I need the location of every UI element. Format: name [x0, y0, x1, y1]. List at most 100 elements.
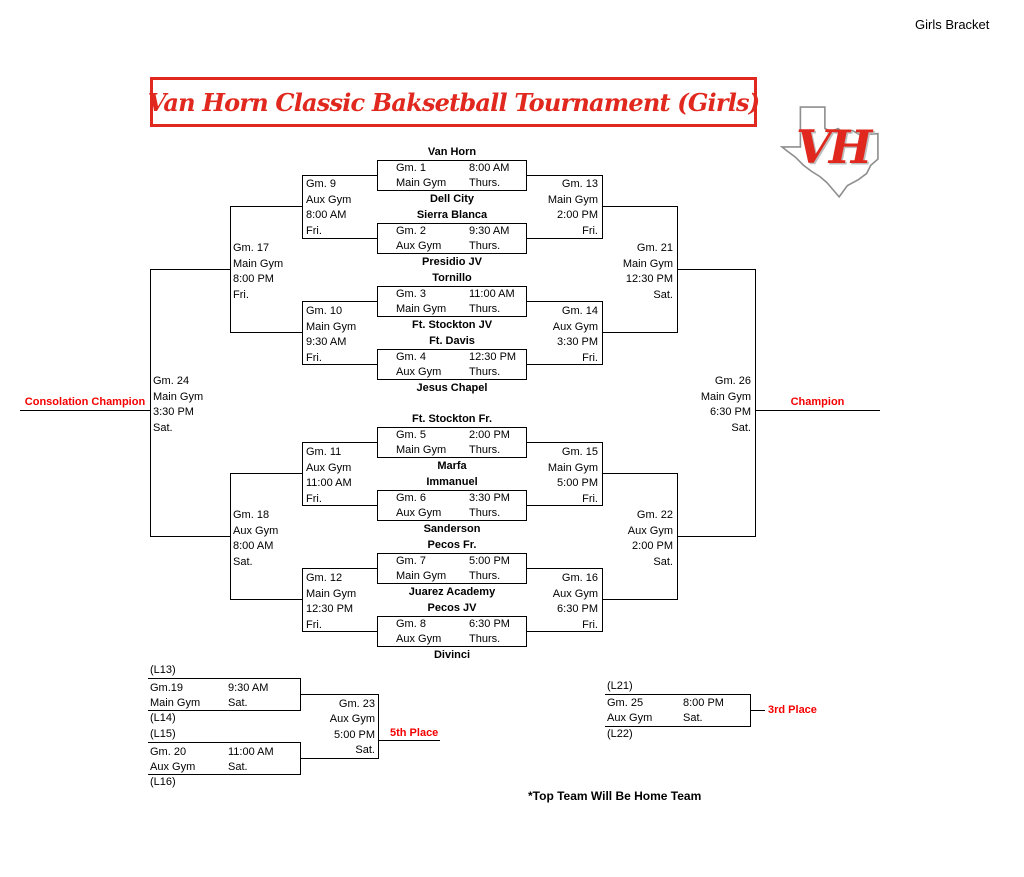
- game-day: Sat.: [153, 422, 173, 435]
- bracket-line: [605, 726, 750, 727]
- game-gym: Aux Gym: [329, 713, 375, 726]
- game-time: 2:00 PM: [469, 429, 510, 441]
- bracket-line: [300, 694, 378, 695]
- bracket-line: [302, 568, 377, 569]
- game-23-label: Gm. 23 Aux Gym 5:00 PM Sat.: [305, 697, 375, 759]
- game-number: Gm. 2: [396, 225, 426, 237]
- bracket-line: [755, 269, 756, 537]
- game-day: Fri.: [582, 352, 598, 365]
- bracket-line: [527, 301, 602, 302]
- game-number: Gm. 23: [338, 698, 375, 710]
- team-name-top: Ft. Stockton Fr.: [411, 413, 493, 425]
- game-time: 3:30 PM: [557, 336, 598, 349]
- bracket-line: [527, 505, 602, 506]
- loser-slot-l16: (L16): [150, 776, 176, 788]
- game-gym: Aux Gym: [627, 524, 673, 537]
- third-place-line: [750, 710, 765, 711]
- bracket-line: [302, 568, 303, 632]
- game-day: Fri.: [306, 225, 322, 238]
- game-day: Fri.: [582, 619, 598, 632]
- game-number: Gm. 12: [306, 572, 343, 584]
- team-name-top: Pecos JV: [427, 602, 477, 614]
- consolation-champion-label: Consolation Champion: [24, 396, 146, 408]
- game-gym: Aux Gym: [552, 587, 598, 600]
- team-name-top: Van Horn: [427, 146, 477, 158]
- game-gym: Main Gym: [233, 257, 284, 270]
- game-16-label: Gm. 16 Aux Gym 6:30 PM Fri.: [528, 571, 598, 634]
- title-box: Van Horn Classic Baksetball Tournament (…: [147, 77, 760, 127]
- bracket-line: [302, 442, 303, 506]
- bracket-line: [602, 175, 603, 239]
- bracket-line: [230, 206, 231, 333]
- team-name-bottom: Marfa: [437, 460, 467, 472]
- game-number: Gm. 5: [396, 429, 426, 441]
- game-number: Gm. 8: [396, 618, 426, 630]
- loser-slot-l13: (L13): [150, 664, 176, 676]
- game-day: Fri.: [306, 493, 322, 506]
- bracket-line: [302, 301, 303, 365]
- bracket-line: [527, 175, 602, 176]
- bracket-line: [150, 269, 151, 537]
- game-time: 9:30 AM: [228, 682, 269, 694]
- game-day: Sat.: [653, 556, 673, 569]
- bracket-line: [605, 694, 750, 695]
- team-name-bottom: Juarez Academy: [408, 586, 496, 598]
- game-gym: Main Gym: [700, 390, 751, 403]
- tournament-title: Van Horn Classic Baksetball Tournament (…: [147, 87, 760, 117]
- bracket-line: [602, 301, 603, 365]
- fifth-place-label: 5th Place: [390, 727, 439, 739]
- bracket-line: [602, 599, 677, 600]
- game-time: 11:00 AM: [469, 288, 515, 300]
- game-time: 9:30 AM: [469, 225, 510, 237]
- team-name-bottom: Jesus Chapel: [416, 382, 488, 394]
- game-time: 3:30 PM: [153, 406, 194, 419]
- game-number: Gm. 10: [306, 305, 343, 317]
- bracket-line: [150, 269, 230, 270]
- bracket-line: [148, 678, 300, 679]
- game-number: Gm. 15: [561, 446, 598, 458]
- game-day: Sat.: [355, 744, 375, 757]
- game-gym: Main Gym: [547, 461, 598, 474]
- game-time: 8:00 AM: [306, 209, 347, 222]
- game-number: Gm. 13: [561, 178, 598, 190]
- game-time: 2:00 PM: [557, 209, 598, 222]
- game-17-label: Gm. 17 Main Gym 8:00 PM Fri.: [233, 241, 283, 304]
- game-number: Gm. 22: [636, 509, 673, 521]
- bracket-line: [527, 568, 602, 569]
- bracket-line: [302, 631, 377, 632]
- bracket-line: [150, 536, 230, 537]
- game-day: Thurs.: [469, 633, 501, 645]
- game-13-label: Gm. 13 Main Gym 2:00 PM Fri.: [528, 177, 598, 240]
- game-day: Thurs.: [469, 303, 501, 315]
- game-day: Sat.: [653, 289, 673, 302]
- game-gym: Aux Gym: [552, 320, 598, 333]
- bracket-line: [230, 332, 302, 333]
- bracket-line: [230, 599, 302, 600]
- bracket-line: [527, 238, 602, 239]
- game-time: 8:00 PM: [683, 697, 724, 709]
- team-name-top: Ft. Davis: [429, 335, 475, 347]
- loser-slot-l21: (L21): [607, 680, 633, 692]
- game-number: Gm. 7: [396, 555, 426, 567]
- game-14-label: Gm. 14 Aux Gym 3:30 PM Fri.: [528, 304, 598, 367]
- bracket-line: [527, 631, 602, 632]
- game-9-label: Gm. 9 Aux Gym 8:00 AM Fri.: [306, 177, 351, 240]
- game-gym: Main Gym: [306, 320, 357, 333]
- bracket-type-label: Girls Bracket: [915, 17, 990, 32]
- bracket-line: [677, 536, 755, 537]
- game-number: Gm. 4: [396, 351, 426, 363]
- game-number: Gm.19: [150, 682, 184, 694]
- game-time: 5:00 PM: [334, 728, 375, 741]
- game-18-label: Gm. 18 Aux Gym 8:00 AM Sat.: [233, 508, 278, 571]
- game-day: Fri.: [233, 289, 249, 302]
- game-time: 6:30 PM: [557, 603, 598, 616]
